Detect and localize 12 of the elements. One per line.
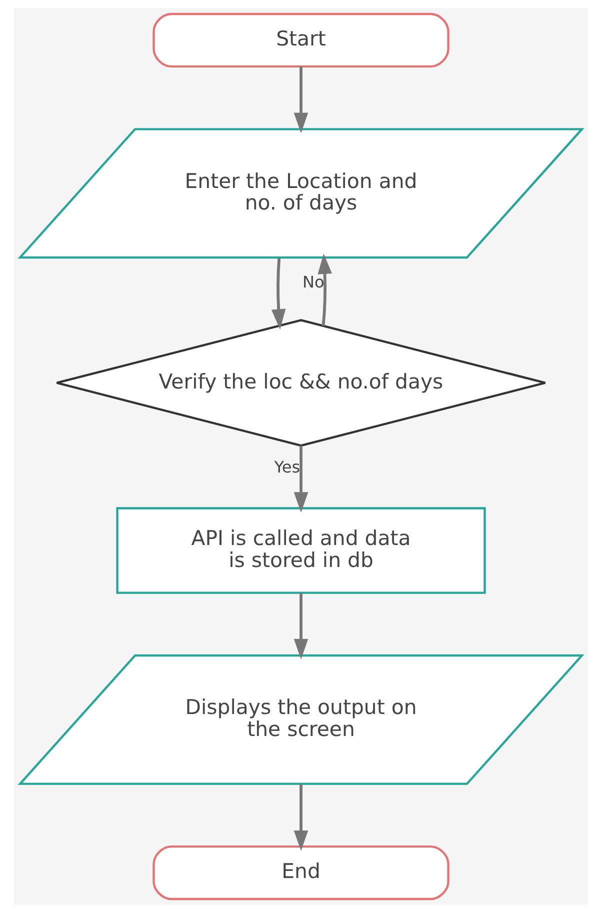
arrow bbox=[293, 784, 308, 851]
node-diamond: Verify the loc && no.of days bbox=[55, 319, 546, 447]
node-box: Start bbox=[152, 12, 449, 68]
edge-label: No bbox=[302, 272, 324, 292]
edge-label: Yes bbox=[274, 458, 300, 477]
arrow bbox=[293, 446, 308, 513]
arrow bbox=[270, 258, 286, 330]
node-box: End bbox=[152, 845, 449, 900]
arrow bbox=[293, 593, 308, 660]
arrow bbox=[317, 254, 332, 326]
node-box: API is called and data is stored in db bbox=[116, 507, 486, 594]
arrow bbox=[293, 66, 308, 134]
